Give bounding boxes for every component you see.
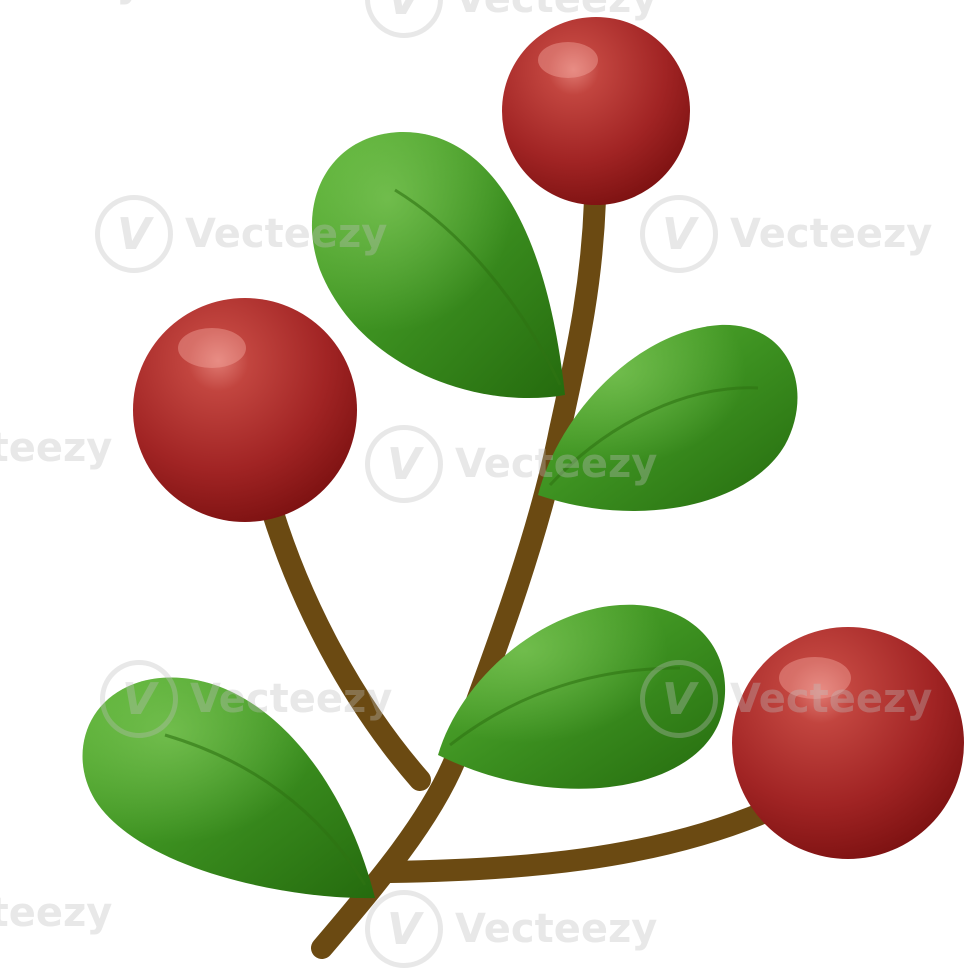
leaf-top [311,131,565,399]
branch [261,189,776,959]
berry-right [732,627,964,859]
berry-left [133,298,357,522]
leaf-bottom-left [82,677,375,899]
right-stem [379,801,776,883]
main-stem [311,189,606,959]
berry-top [502,17,690,205]
leaf-lower-right [438,604,726,789]
left-stem [261,499,431,791]
leaf-middle-right [538,324,798,511]
